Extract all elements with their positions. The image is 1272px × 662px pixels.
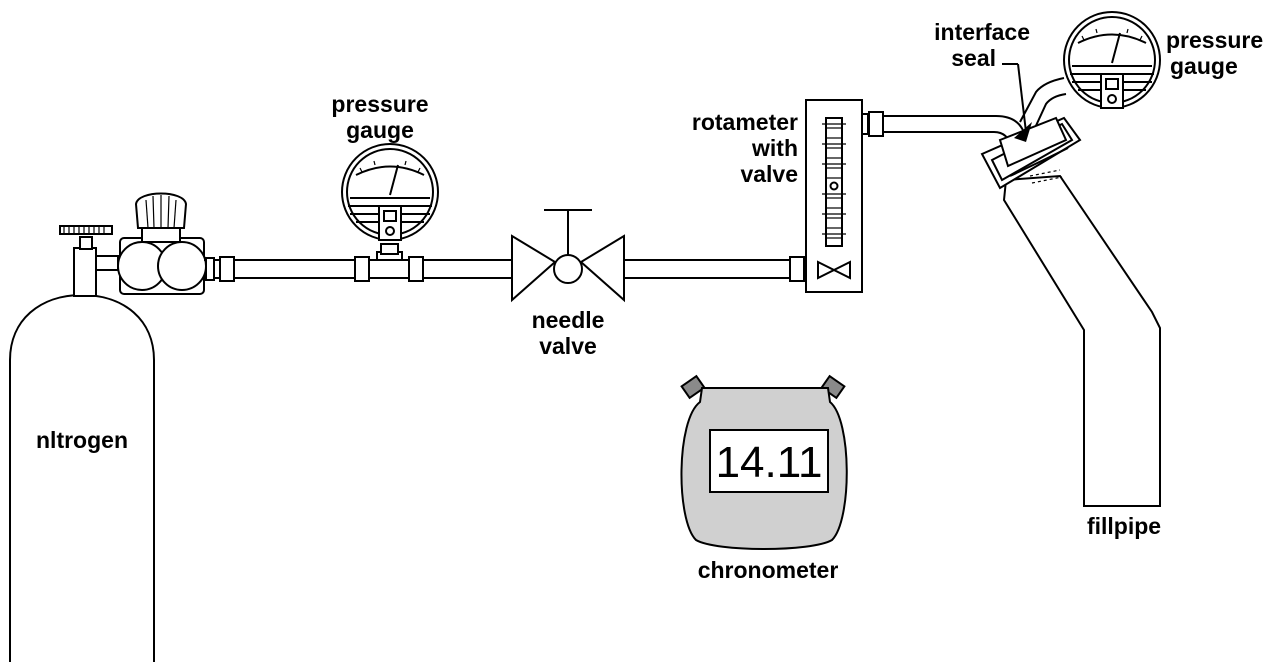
label-needle-valve-2: valve [539,333,597,359]
label-interface-seal-2: seal [951,45,996,71]
fillpipe [1002,169,1161,507]
label-rotameter-2: with [751,135,798,161]
label-fillpipe: fillpipe [1087,513,1161,539]
pressure-gauge-right [1063,11,1161,109]
chronometer-button-left [680,374,706,400]
label-rotameter-3: valve [740,161,798,187]
chronometer: 14.11 [680,374,848,550]
gas-line [204,243,806,282]
rotameter [805,99,884,293]
label-interface-seal-1: interface [934,19,1030,45]
label-pressure-gauge-left-1: pressure [331,91,428,117]
chronometer-display [709,429,829,493]
handwheel-knurl [63,226,105,234]
chronometer-display-value: 14.11 [716,438,823,487]
pressure-gauge-left [341,143,439,241]
label-pressure-gauge-right-2: gauge [1170,53,1238,79]
label-needle-valve-1: needle [532,307,605,333]
pressure-regulator [117,192,207,295]
label-pressure-gauge-left-2: gauge [346,117,414,143]
interface-seal [980,63,1082,190]
label-nitrogen: nltrogen [36,427,128,453]
nitrogen-cylinder [9,225,155,662]
label-chronometer: chronometer [698,557,839,583]
needle-valve [511,209,625,303]
label-rotameter-1: rotameter [692,109,798,135]
label-pressure-gauge-right-1: pressure [1166,27,1263,53]
